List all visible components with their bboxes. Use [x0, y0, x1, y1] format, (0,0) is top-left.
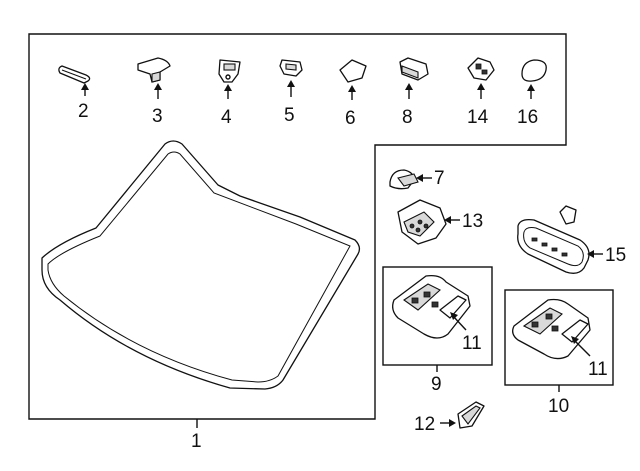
callout-9: 9: [431, 374, 442, 395]
part-9-overhead-console: [392, 274, 471, 339]
callout-14: 14: [467, 107, 489, 128]
callout-15: 15: [605, 245, 626, 266]
callout-8: 8: [402, 107, 413, 128]
part-12-clip: [457, 401, 485, 429]
part-4-bracket: [218, 59, 241, 83]
part-16-cover: [521, 59, 547, 82]
part-14-sensor: [467, 57, 495, 81]
part-2-pad: [58, 65, 91, 84]
part-3-cover: [137, 57, 171, 83]
callout-6: 6: [345, 108, 356, 129]
callout-5: 5: [284, 105, 295, 126]
part-5-clip: [279, 59, 303, 77]
callout-4: 4: [221, 107, 232, 128]
part-13-mount: [397, 199, 447, 245]
part-7-cap: [389, 169, 419, 190]
callout-11-a: 11: [462, 333, 482, 354]
callout-11-b: 11: [588, 359, 608, 380]
callout-13: 13: [462, 211, 483, 232]
callout-2: 2: [78, 101, 89, 122]
windshield-glass: [41, 140, 361, 390]
callout-7: 7: [434, 168, 445, 189]
callout-1: 1: [191, 431, 202, 452]
callout-3: 3: [152, 106, 163, 127]
callout-16: 16: [517, 107, 538, 128]
windshield-group-frame: [28, 33, 567, 420]
part-10-overhead-console: [512, 298, 591, 360]
callout-12: 12: [414, 414, 435, 435]
part-15-mirror: [517, 205, 590, 274]
part-6-cap: [339, 59, 367, 83]
part-8-housing: [399, 57, 429, 81]
callout-10: 10: [548, 396, 569, 417]
